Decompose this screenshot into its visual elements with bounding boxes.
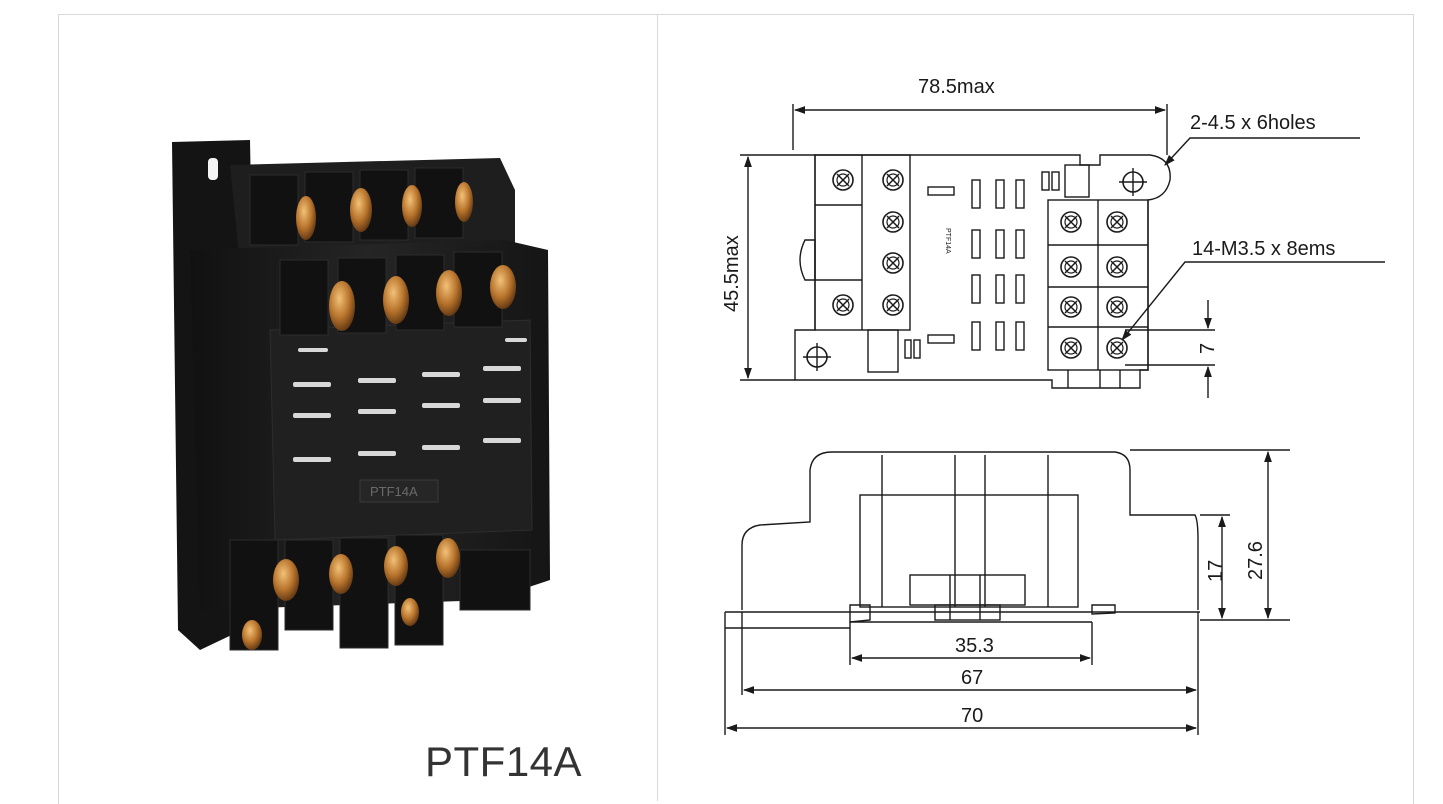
holes-callout-label: 2-4.5 x 6holes — [1190, 112, 1316, 134]
rail-width-label: 67 — [961, 667, 983, 689]
height-dimension-label: 45.5max — [721, 235, 743, 312]
base-width-label: 35.3 — [955, 635, 994, 657]
width-dimension-label: 78.5max — [918, 76, 995, 98]
product-name: PTF14A — [425, 738, 583, 785]
relay-socket-photo: PTF14A — [172, 140, 550, 651]
figure-frame — [58, 14, 1414, 804]
overall-width-label: 70 — [961, 705, 983, 727]
pitch-dimension-label: 7 — [1197, 343, 1219, 354]
panel-divider — [657, 14, 658, 801]
side-view — [724, 449, 1290, 735]
height-total-label: 27.6 — [1245, 541, 1267, 580]
top-view-body-marking: PTF14A — [944, 228, 951, 254]
photo-body-marking: PTF14A — [370, 484, 418, 499]
height-small-label: 17 — [1205, 560, 1227, 582]
terminal-screws — [242, 182, 516, 650]
terminals-callout-label: 14-M3.5 x 8ems — [1192, 238, 1335, 260]
